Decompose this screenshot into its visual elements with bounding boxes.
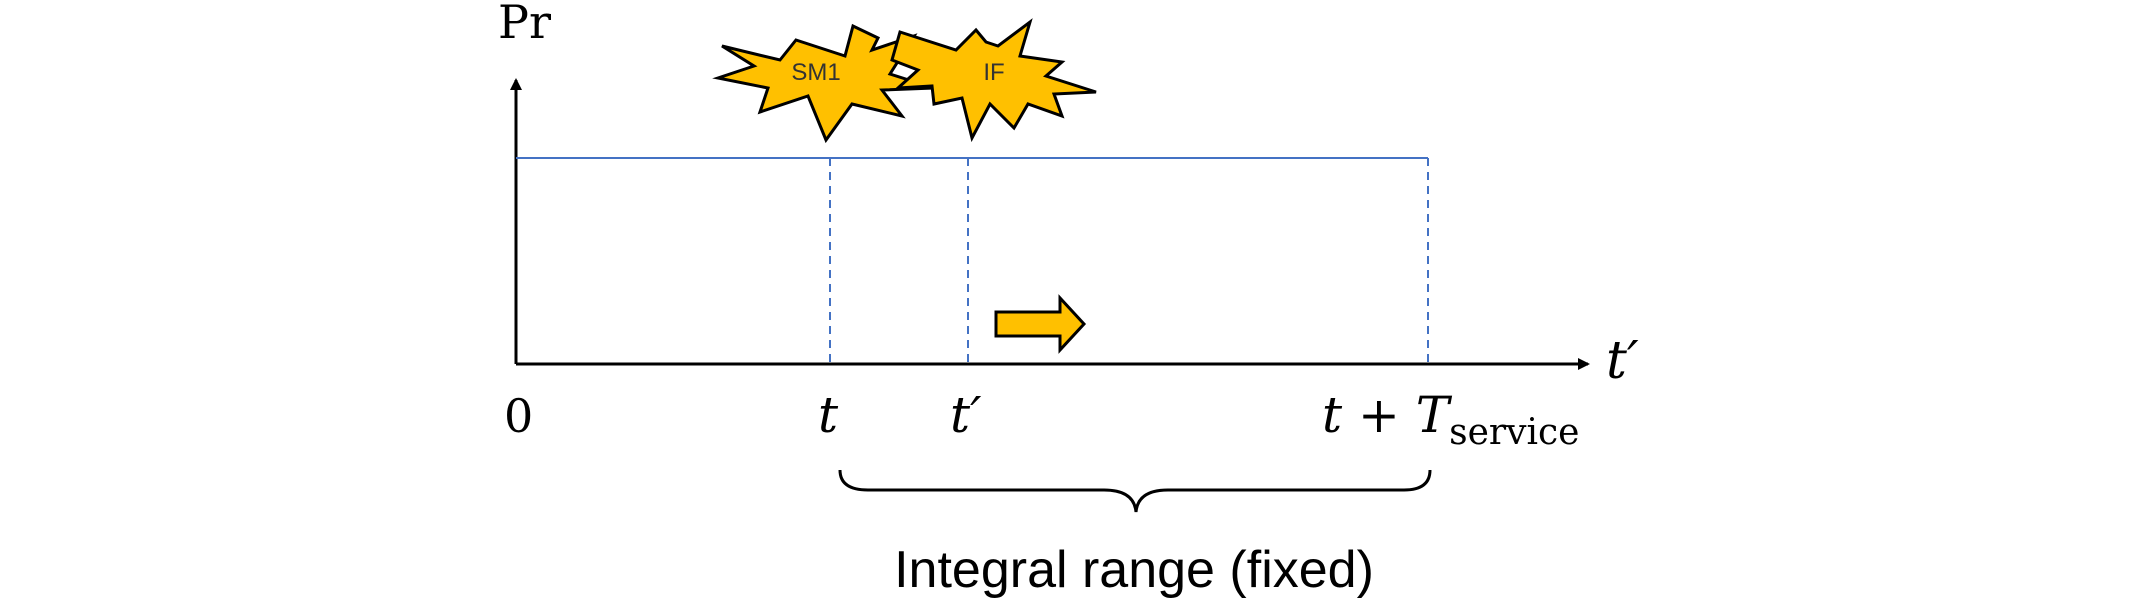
event-label-if: IF — [983, 59, 1004, 86]
tick-label-t-end-main: t + T — [1322, 386, 1453, 444]
event-burst-sm1: SM1 — [712, 23, 935, 144]
tick-label-t-end-sub: service — [1449, 412, 1579, 453]
explosion-icon — [890, 18, 1097, 143]
event-label-sm1: SM1 — [791, 59, 840, 86]
origin-label: 0 — [504, 389, 533, 443]
integral-range-caption: Integral range (fixed) — [894, 541, 1374, 599]
y-axis-label: Pr — [498, 0, 551, 49]
tick-label-t: t — [818, 386, 839, 444]
tick-label-t-prime: t′ — [950, 386, 982, 444]
integral-range-brace — [838, 469, 1432, 513]
event-burst-if: IF — [890, 18, 1097, 143]
explosion-icon — [712, 23, 935, 144]
tick-label-t-end: t + Tservice — [1322, 386, 1579, 453]
x-axis-label: t′ — [1606, 331, 1639, 391]
forward-arrow-icon — [994, 294, 1087, 354]
